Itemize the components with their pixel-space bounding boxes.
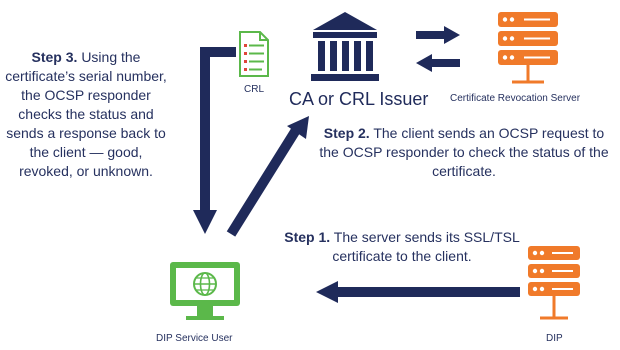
ca-label: CA or CRL Issuer — [289, 89, 429, 109]
step1-text: Step 1. The server sends its SSL/TSL cer… — [278, 228, 526, 266]
monitor-globe-icon — [170, 262, 240, 320]
server-rack-icon — [498, 12, 558, 84]
step3-text: Step 3. Using the certificate’s serial n… — [2, 48, 170, 181]
step1-body: The server sends its SSL/TSL certificate… — [332, 229, 520, 264]
step1-heading: Step 1. — [284, 229, 331, 245]
revocation-server-label: Certificate Revocation Server — [450, 93, 581, 104]
step3-arrow — [193, 47, 236, 234]
step2-arrow — [226, 116, 309, 237]
dip-server-icon — [528, 246, 580, 320]
crl-label: CRL — [244, 84, 265, 95]
step2-text: Step 2. The client sends an OCSP request… — [314, 124, 614, 181]
step2-body: The client sends an OCSP request to the … — [319, 125, 609, 179]
document-list-icon — [239, 31, 269, 77]
step3-heading: Step 3. — [31, 49, 78, 65]
step1-arrow — [316, 281, 520, 303]
dip-label: DIP — [546, 333, 563, 344]
sync-arrows — [416, 26, 460, 72]
step3-body: Using the certificate’s serial number, t… — [5, 49, 167, 179]
step2-heading: Step 2. — [323, 125, 370, 141]
bank-building-icon — [311, 12, 379, 81]
dip-service-user-label: DIP Service User — [156, 333, 233, 344]
